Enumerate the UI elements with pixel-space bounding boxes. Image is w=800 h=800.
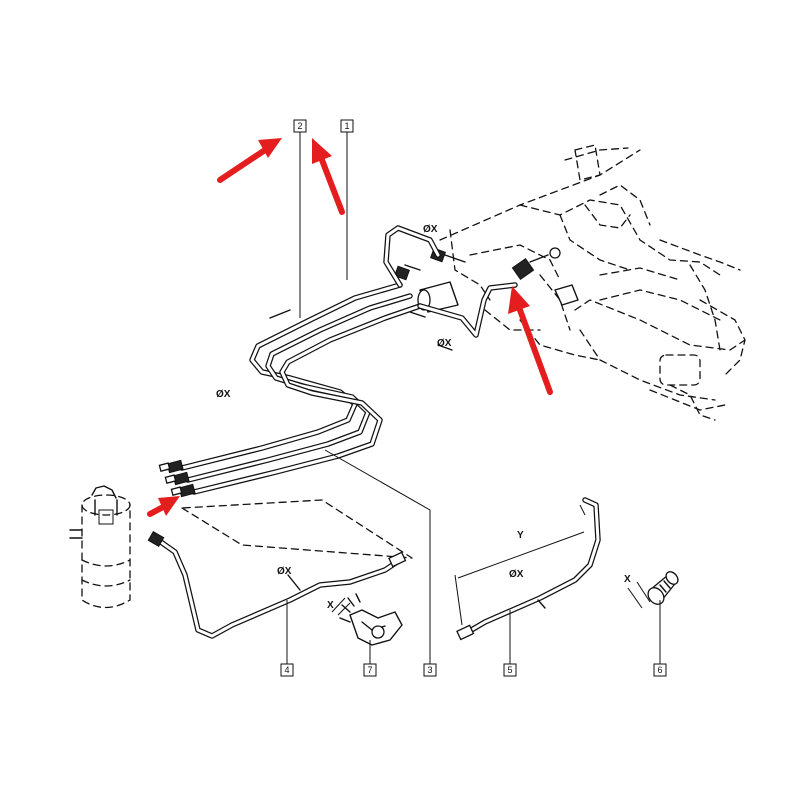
fuel-filter bbox=[394, 247, 466, 313]
svg-text:7: 7 bbox=[367, 665, 372, 675]
red-arrow-top-left bbox=[217, 138, 282, 183]
y-label-pipe5: Y bbox=[517, 530, 524, 541]
x-label-part7: X bbox=[327, 600, 334, 611]
diameter-label-left: ØX bbox=[216, 389, 231, 400]
red-arrow-top-center bbox=[312, 138, 345, 215]
callout-ref-6: 6 bbox=[653, 663, 667, 677]
clip-part-7 bbox=[339, 593, 403, 646]
callout-ref-2: 2 bbox=[293, 119, 307, 133]
red-arrow-lower-left bbox=[147, 496, 180, 517]
svg-text:2: 2 bbox=[297, 121, 302, 131]
vehicle-underbody-outline bbox=[439, 144, 746, 421]
svg-text:3: 3 bbox=[427, 665, 432, 675]
hose-connector-right bbox=[511, 247, 579, 306]
flow-direction-marks bbox=[269, 309, 453, 351]
main-fuel-lines bbox=[179, 225, 518, 495]
svg-text:4: 4 bbox=[284, 665, 289, 675]
routing-dashed-outline bbox=[181, 499, 413, 559]
dimension-lines bbox=[331, 504, 651, 626]
dimension-text: ØX ØX ØX ØX ØX X X Y bbox=[216, 224, 631, 611]
diameter-label-pipe4: ØX bbox=[277, 566, 292, 577]
svg-text:1: 1 bbox=[344, 121, 349, 131]
callout-ref-3: 3 bbox=[423, 663, 437, 677]
callout-ref-5: 5 bbox=[503, 663, 517, 677]
connector-part-6 bbox=[647, 571, 680, 605]
pipe-end-connectors bbox=[158, 459, 196, 498]
diameter-label-center: ØX bbox=[437, 338, 452, 349]
svg-text:6: 6 bbox=[657, 665, 662, 675]
diameter-label-top: ØX bbox=[423, 224, 438, 235]
callout-leaders bbox=[286, 132, 661, 664]
fuel-pipe-4 bbox=[147, 530, 407, 639]
callout-ref-4: 4 bbox=[280, 663, 294, 677]
x-label-part6: X bbox=[624, 574, 631, 585]
fuel-pipe-5 bbox=[456, 497, 601, 641]
callout-ref-1: 1 bbox=[340, 119, 354, 133]
callout-ref-7: 7 bbox=[363, 663, 377, 677]
red-arrow-right bbox=[508, 286, 553, 395]
svg-text:5: 5 bbox=[507, 665, 512, 675]
diameter-label-pipe5: ØX bbox=[509, 569, 524, 580]
charcoal-canister bbox=[69, 485, 131, 609]
